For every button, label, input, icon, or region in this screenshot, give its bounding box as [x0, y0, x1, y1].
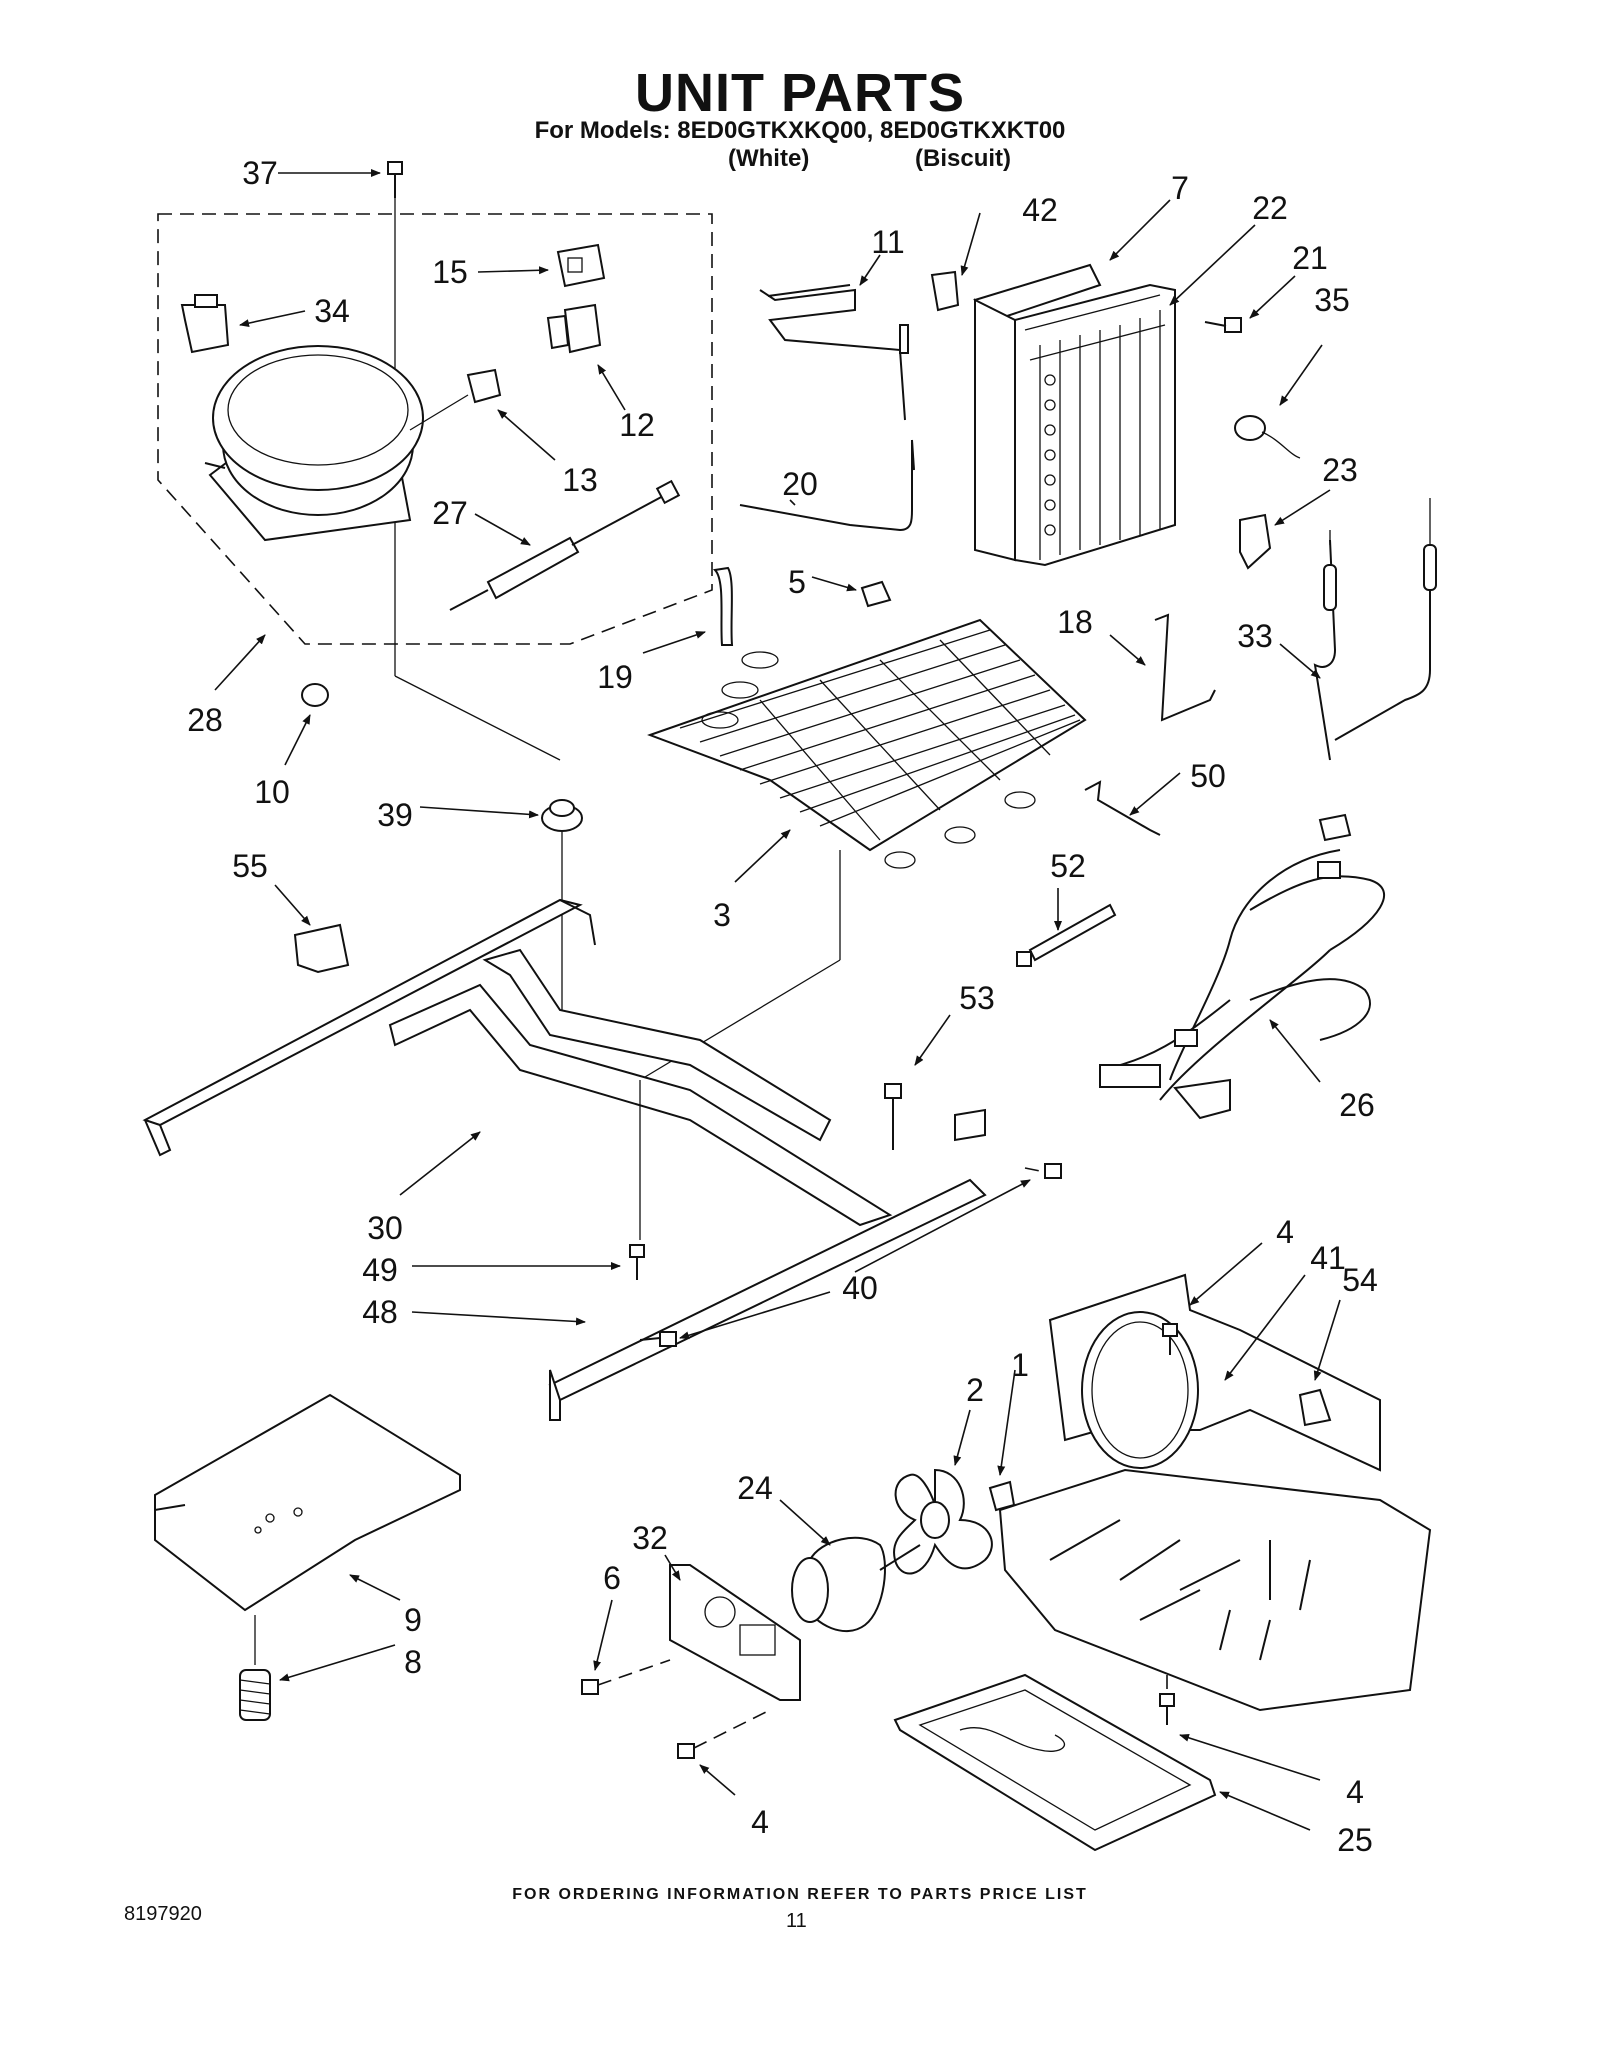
part-13-clip [409, 368, 502, 431]
callout-39[interactable]: 39 [377, 797, 413, 833]
callout-26[interactable]: 26 [1339, 1087, 1375, 1123]
part-12-overload [546, 303, 602, 354]
part-4-screw-top [1162, 1323, 1178, 1355]
part-2-fan-blade [893, 1468, 993, 1575]
callout-4-pan[interactable]: 4 [1346, 1774, 1364, 1810]
callout-32[interactable]: 32 [632, 1520, 668, 1556]
part-41-fan-bracket [1048, 1273, 1381, 1472]
part-23-clip [1239, 513, 1272, 570]
ordering-note: FOR ORDERING INFORMATION REFER TO PARTS … [512, 1886, 1088, 1903]
callout-21[interactable]: 21 [1292, 240, 1328, 276]
part-22-evaporator-coil [1014, 283, 1176, 567]
part-base-pan [998, 1468, 1432, 1712]
callout-34[interactable]: 34 [314, 293, 350, 329]
leader-lines [214, 169, 1341, 1831]
part-9-base-plate [154, 1393, 461, 1665]
callout-55[interactable]: 55 [232, 848, 268, 884]
part-42-grommet [930, 270, 960, 312]
part-55-clip [293, 923, 350, 974]
callout-6[interactable]: 6 [603, 1560, 621, 1596]
part-40-screw-right [1024, 1163, 1062, 1179]
callout-25[interactable]: 25 [1337, 1822, 1373, 1858]
callout-5[interactable]: 5 [788, 564, 806, 600]
callout-12[interactable]: 12 [619, 407, 655, 443]
callout-1[interactable]: 1 [1011, 1347, 1029, 1383]
page-number: 11 [786, 1910, 807, 1932]
callout-4-lower[interactable]: 4 [751, 1804, 769, 1840]
callout-27[interactable]: 27 [432, 495, 468, 531]
part-4-screw-pan [1159, 1675, 1175, 1725]
part-32-motor-bracket [669, 1564, 801, 1701]
part-30-frame [142, 898, 893, 1227]
callout-42[interactable]: 42 [1022, 192, 1058, 228]
part-34-relay [180, 294, 230, 354]
callout-4-top[interactable]: 4 [1276, 1214, 1294, 1250]
part-15-cover [556, 243, 606, 288]
part-6-screw [581, 1659, 671, 1695]
part-40-rail [548, 1080, 987, 1421]
part-33-tube [1313, 498, 1437, 761]
color-biscuit-label: (Biscuit) [915, 145, 1011, 172]
callout-24[interactable]: 24 [737, 1470, 773, 1506]
document-number: 8197920 [124, 1903, 202, 1925]
callout-8[interactable]: 8 [404, 1644, 422, 1680]
page-title: UNIT PARTS [635, 63, 965, 123]
callout-48[interactable]: 48 [362, 1294, 398, 1330]
part-54-wire-nut [1298, 1388, 1332, 1427]
compressor-group-outline [157, 213, 713, 645]
part-35-thermistor [1234, 415, 1301, 459]
callout-22[interactable]: 22 [1252, 190, 1288, 226]
part-20-tube [739, 440, 913, 532]
callout-11[interactable]: 11 [871, 224, 905, 260]
part-19-hose [712, 566, 734, 646]
color-white-label: (White) [728, 145, 810, 172]
part-25-drain-pan [893, 1673, 1217, 1852]
callout-23[interactable]: 23 [1322, 452, 1358, 488]
part-4-screw-lower [677, 1709, 771, 1759]
part-26-wiring-harness [1099, 813, 1386, 1120]
part-11-tube [759, 284, 909, 421]
callout-52[interactable]: 52 [1050, 848, 1086, 884]
part-5-clip [860, 580, 892, 608]
models-line: For Models: 8ED0GTKXKQ00, 8ED0GTKXKT00 [534, 117, 1066, 144]
part-compressor [204, 345, 424, 542]
part-52-tie [1016, 903, 1117, 967]
callout-40[interactable]: 40 [842, 1270, 878, 1306]
part-40-screw-left [639, 1331, 677, 1347]
part-27-drier [449, 479, 681, 611]
part-1-clip [988, 1480, 1016, 1512]
part-10-grommet [301, 683, 329, 707]
callout-33[interactable]: 33 [1237, 618, 1273, 654]
part-49-screw [629, 1244, 645, 1280]
callout-15[interactable]: 15 [432, 254, 468, 290]
callout-53[interactable]: 53 [959, 980, 995, 1016]
part-3-condenser-coil [639, 618, 1087, 1081]
part-37-bolt [387, 161, 561, 761]
callout-2[interactable]: 2 [966, 1372, 984, 1408]
part-53-screw [884, 1083, 902, 1150]
callout-35[interactable]: 35 [1314, 282, 1350, 318]
part-24-fan-motor [791, 1536, 921, 1632]
callout-10[interactable]: 10 [254, 774, 290, 810]
part-50-clip [1084, 780, 1161, 836]
callout-19[interactable]: 19 [597, 659, 633, 695]
callout-20[interactable]: 20 [782, 466, 818, 502]
callout-41[interactable]: 41 [1310, 1240, 1346, 1276]
callout-54[interactable]: 54 [1342, 1262, 1378, 1298]
callout-49[interactable]: 49 [362, 1252, 398, 1288]
callout-37[interactable]: 37 [242, 155, 278, 191]
callout-28[interactable]: 28 [187, 702, 223, 738]
callout-9[interactable]: 9 [404, 1602, 422, 1638]
callout-3[interactable]: 3 [713, 897, 731, 933]
callout-13[interactable]: 13 [562, 462, 598, 498]
callout-50[interactable]: 50 [1190, 758, 1226, 794]
part-21-screw [1204, 317, 1242, 333]
callout-30[interactable]: 30 [367, 1210, 403, 1246]
part-8-leveler [239, 1669, 271, 1721]
part-39-grommet [541, 799, 583, 1010]
part-18-bracket [1154, 613, 1216, 722]
callout-18[interactable]: 18 [1057, 604, 1093, 640]
callout-7[interactable]: 7 [1171, 170, 1189, 206]
